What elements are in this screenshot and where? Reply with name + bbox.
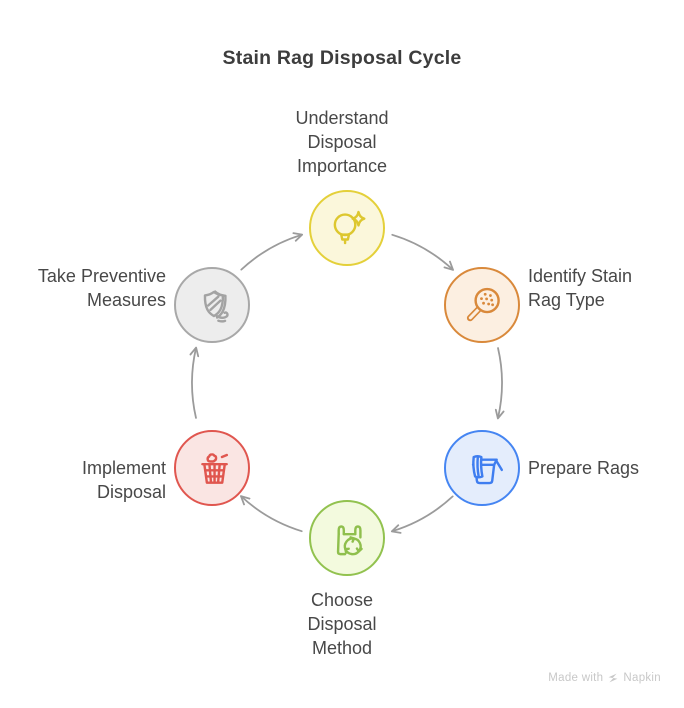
arrow-choose-to-implement bbox=[240, 495, 303, 533]
trash-basket-icon bbox=[201, 453, 229, 484]
node-label-implement: Implement Disposal bbox=[81, 458, 166, 502]
diagram-title: Stain Rag Disposal Cycle bbox=[222, 47, 462, 69]
bucket-rag-icon bbox=[471, 454, 504, 485]
arrow-prepare-to-choose bbox=[390, 495, 454, 534]
watermark-prefix: Made with bbox=[548, 672, 604, 684]
node-label-identify: Identify Stain Rag Type bbox=[528, 266, 633, 310]
magnifier-icon bbox=[466, 287, 500, 322]
arrow-understand-to-identify bbox=[391, 233, 454, 271]
node-choose bbox=[309, 500, 385, 576]
arrow-take-to-understand bbox=[240, 232, 304, 271]
arrow-identify-to-prepare bbox=[494, 347, 505, 420]
node-label-take: Take Preventive Measures bbox=[37, 266, 166, 310]
node-label-prepare: Prepare Rags bbox=[528, 458, 640, 478]
lightbulb-sparkle-icon bbox=[333, 210, 366, 245]
node-take bbox=[174, 267, 250, 343]
recycle-bag-icon bbox=[336, 525, 363, 556]
arrow-implement-to-take bbox=[189, 346, 200, 419]
node-label-understand: Understand Disposal Importance bbox=[295, 108, 389, 176]
watermark-brand: Napkin bbox=[623, 672, 661, 684]
shield-wind-icon bbox=[203, 290, 229, 323]
node-identify bbox=[444, 267, 520, 343]
node-understand bbox=[309, 190, 385, 266]
node-implement bbox=[174, 430, 250, 506]
napkin-watermark: Made with Napkin bbox=[548, 672, 661, 684]
napkin-logo-icon bbox=[608, 673, 618, 683]
node-label-choose: Choose Disposal Method bbox=[307, 590, 377, 658]
node-prepare bbox=[444, 430, 520, 506]
